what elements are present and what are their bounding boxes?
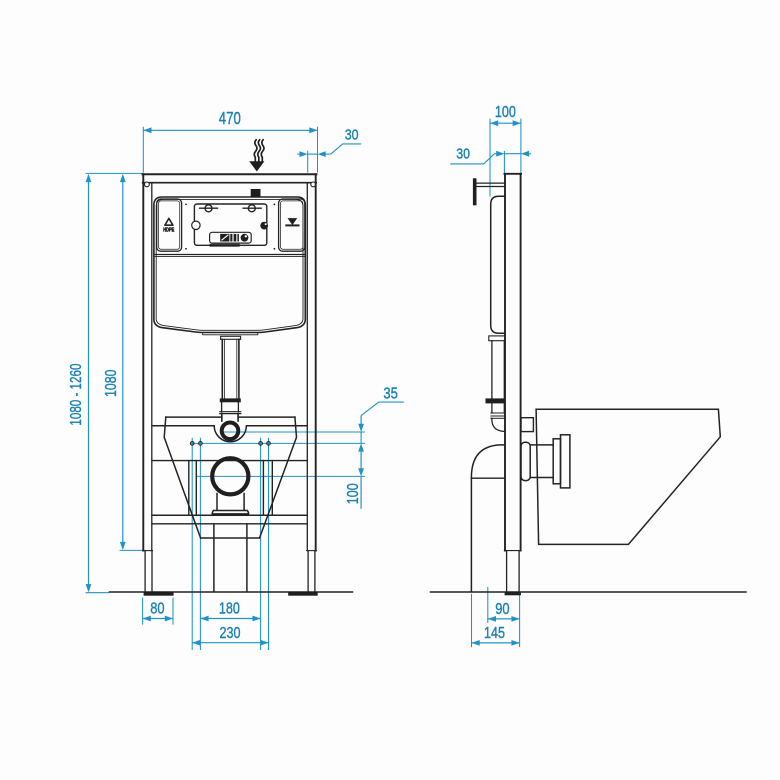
- svg-text:180: 180: [219, 600, 240, 617]
- svg-text:145: 145: [484, 625, 505, 642]
- svg-text:35: 35: [383, 385, 397, 402]
- svg-text:470: 470: [219, 108, 241, 128]
- svg-text:80: 80: [150, 600, 164, 617]
- svg-text:1080 - 1260: 1080 - 1260: [68, 364, 85, 426]
- svg-text:30: 30: [345, 126, 359, 143]
- svg-text:1080: 1080: [103, 369, 120, 397]
- svg-text:30: 30: [456, 146, 470, 163]
- svg-text:230: 230: [220, 625, 241, 642]
- svg-text:100: 100: [345, 483, 362, 504]
- svg-text:100: 100: [495, 104, 516, 121]
- svg-text:90: 90: [495, 601, 509, 618]
- svg-text:HDPE: HDPE: [163, 227, 175, 233]
